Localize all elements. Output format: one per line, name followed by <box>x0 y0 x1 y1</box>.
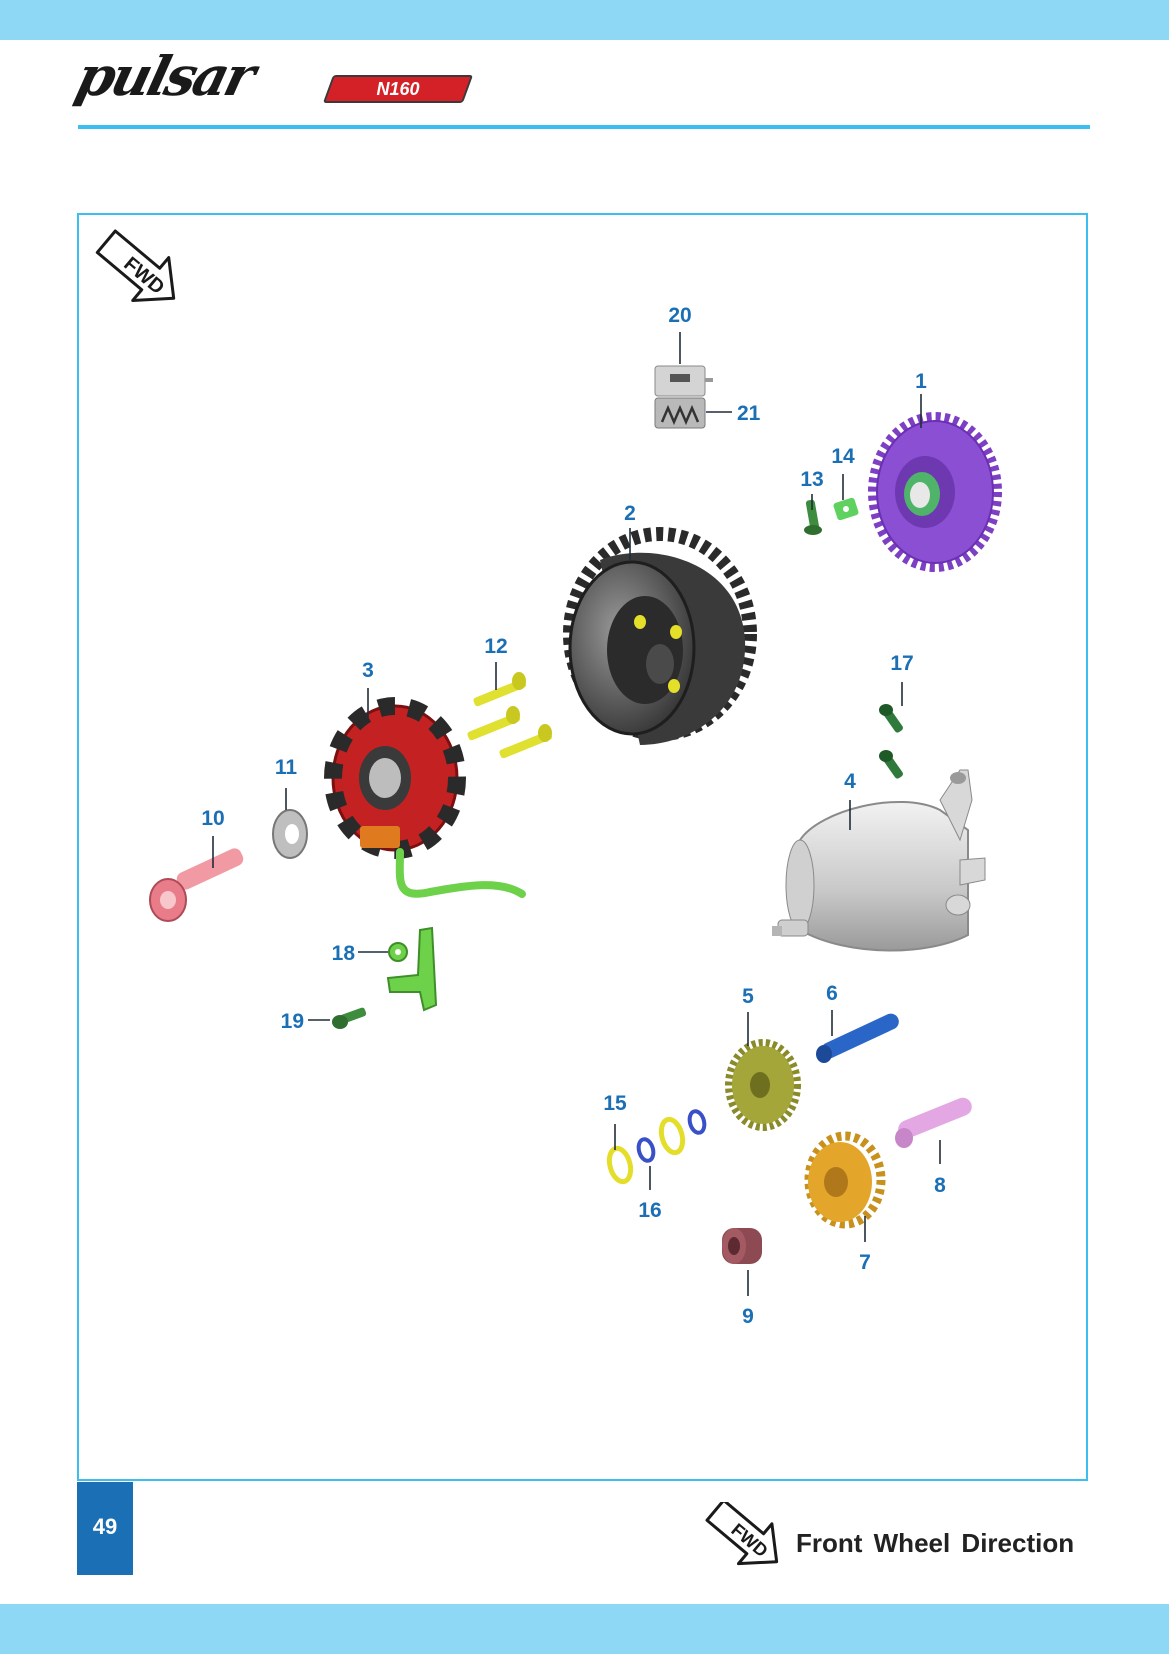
callout-13: 13 <box>800 468 823 491</box>
part-1-starter-gear <box>868 412 1002 572</box>
callout-6: 6 <box>826 982 838 1005</box>
part-7-gear <box>804 1131 886 1229</box>
part-10-bolt <box>149 848 244 922</box>
callout-8: 8 <box>934 1174 946 1197</box>
fwd-arrow-icon: FWD <box>95 229 176 302</box>
fwd-legend-icon: FWD <box>705 1502 779 1566</box>
callout-17: 17 <box>890 652 913 675</box>
part-3-stator <box>324 697 466 859</box>
callout-12: 12 <box>484 635 507 658</box>
stator-wire <box>395 848 526 898</box>
callout-15: 15 <box>603 1092 627 1115</box>
callout-5: 5 <box>742 985 754 1008</box>
callout-18: 18 <box>332 942 356 965</box>
part-17-bolts <box>879 704 903 779</box>
page-number: 49 <box>92 1514 118 1539</box>
callout-11: 11 <box>275 756 298 779</box>
leader-lines <box>212 332 941 1296</box>
part-9-bushing <box>722 1228 762 1264</box>
part-5-gear <box>725 1039 801 1131</box>
part-18-bracket <box>386 926 438 1012</box>
part-14-plate <box>833 497 859 521</box>
part-12-bolts <box>467 672 553 759</box>
front-wheel-direction-label: Front Wheel Direction <box>796 1528 1075 1558</box>
callout-19: 19 <box>281 1010 304 1033</box>
callout-20: 20 <box>668 304 691 327</box>
part-21-spring-plate <box>654 397 706 429</box>
callout-7: 7 <box>859 1251 871 1274</box>
callout-21: 21 <box>737 402 761 425</box>
diagram-frame <box>77 213 1088 1481</box>
callout-10: 10 <box>201 807 224 830</box>
part-11-washer <box>272 809 308 859</box>
callout-14: 14 <box>831 445 855 468</box>
part-19-bolt <box>332 1007 367 1029</box>
part-2-flywheel <box>563 527 757 745</box>
callout-4: 4 <box>844 770 856 793</box>
callout-9: 9 <box>742 1305 754 1328</box>
part-4-starter-motor <box>772 769 986 952</box>
part-15-16-rings <box>606 1109 707 1185</box>
callout-1: 1 <box>915 370 927 393</box>
part-6-shaft <box>816 1013 899 1063</box>
part-13-bolt <box>804 499 822 535</box>
part-20-switch <box>654 365 713 397</box>
top-band <box>0 0 1169 40</box>
callout-labels: 20 21 1 14 13 2 12 3 17 11 4 10 18 19 5 … <box>201 304 946 1328</box>
callout-16: 16 <box>638 1199 661 1222</box>
callout-2: 2 <box>624 502 636 525</box>
bottom-band <box>0 1604 1169 1654</box>
page-number-box: 49 <box>77 1482 133 1575</box>
callout-3: 3 <box>362 659 374 682</box>
header-rule <box>78 125 1090 129</box>
part-8-shaft <box>895 1097 972 1148</box>
